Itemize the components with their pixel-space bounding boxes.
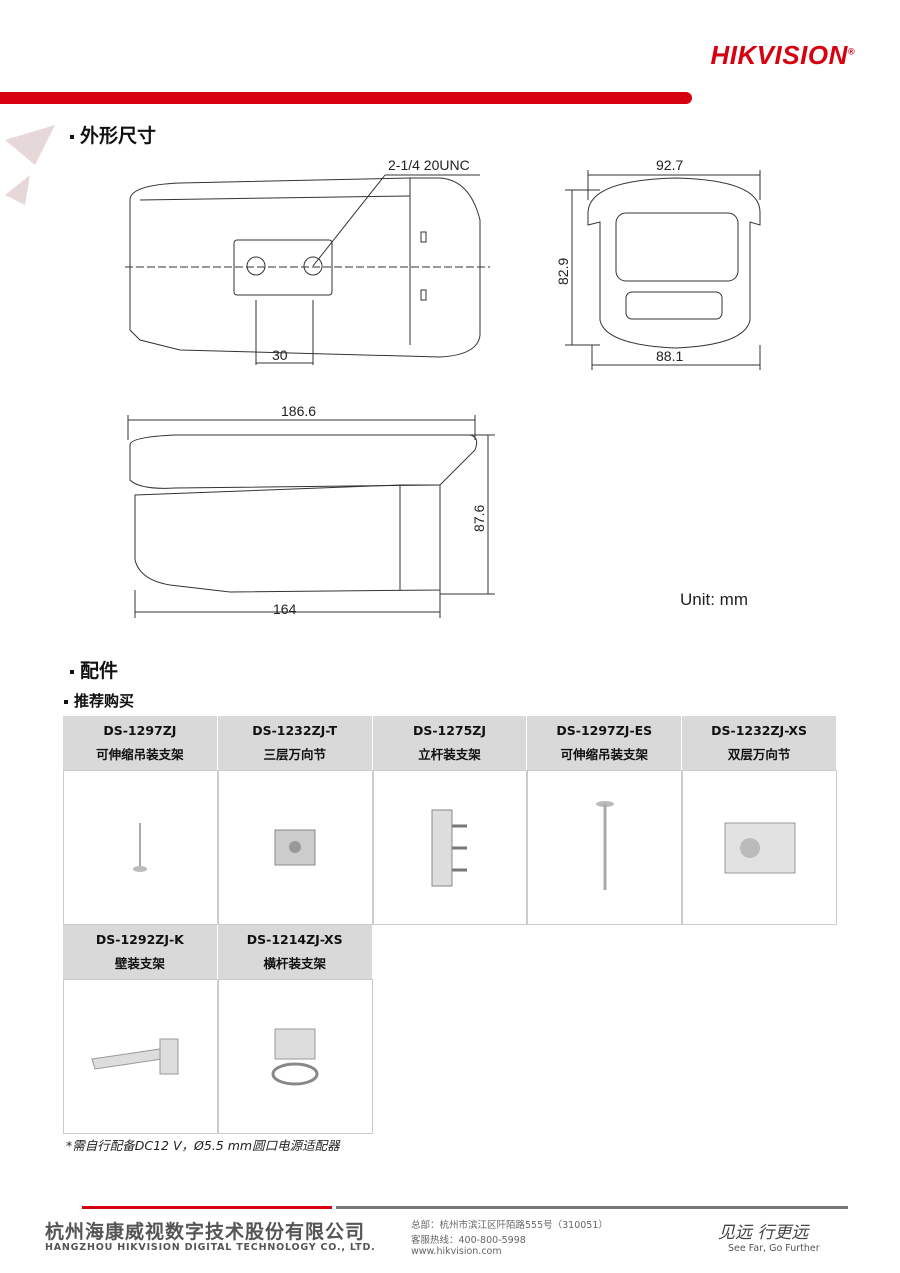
section-title: 外形尺寸 — [80, 125, 157, 147]
section-title: 推荐购买 — [74, 692, 135, 710]
name: 立杆装支架 — [418, 747, 481, 762]
address: 总部：杭州市滨江区阡陌路555号（310051） — [411, 1220, 608, 1231]
accessory-header: DS-1232ZJ-T 三层万向节 — [217, 716, 373, 770]
dimension-labels: 2-1/4 20UNC 30 92.7 82.9 88.1 186.6 87.6… — [272, 157, 748, 617]
pole-clamp-icon — [271, 1028, 319, 1086]
header-red-bar — [0, 92, 692, 104]
model: DS-1275ZJ — [412, 723, 487, 738]
hotline: 客服热线：400-800-5998 — [411, 1235, 526, 1246]
joint-mount-icon — [274, 829, 316, 866]
accessory-image — [217, 979, 373, 1134]
front-width-bottom-label: 88.1 — [656, 348, 683, 364]
model: DS-1232ZJ-XS — [711, 723, 808, 738]
accessory-header: DS-1297ZJ 可伸缩吊装支架 — [63, 716, 218, 770]
accessory-header: DS-1292ZJ-K 壁装支架 — [63, 925, 218, 979]
model: DS-1232ZJ-T — [252, 723, 338, 738]
power-note: *需自行配备DC12 V，Ø5.5 mm圆口电源适配器 — [66, 1138, 340, 1153]
model: DS-1292ZJ-K — [95, 932, 184, 947]
company-name-cn: 杭州海康威视数字技术股份有限公司 — [45, 1221, 366, 1243]
section-recommended: 推荐购买 — [64, 690, 134, 711]
front-width-top-label: 92.7 — [656, 157, 683, 173]
accessory-image — [63, 770, 218, 925]
accessory-image — [527, 770, 683, 925]
footer-red-line — [82, 1206, 332, 1209]
slogan-cn: 见远 行更远 — [718, 1223, 809, 1243]
model: DS-1214ZJ-XS — [246, 932, 343, 947]
name: 三层万向节 — [263, 747, 326, 762]
ceiling-mount-icon — [595, 801, 614, 890]
name: 双层万向节 — [727, 747, 791, 762]
decorative-pattern-icon — [5, 125, 55, 205]
name: 可伸缩吊装支架 — [560, 747, 649, 762]
thread-label: 2-1/4 20UNC — [388, 157, 470, 173]
ceiling-mount-icon — [133, 822, 148, 872]
joint-mount-icon — [724, 822, 796, 873]
accessory-image — [682, 770, 837, 925]
unit-label: Unit: mm — [680, 590, 748, 609]
slogan-en: See Far, Go Further — [728, 1243, 820, 1254]
section-dimensions: 外形尺寸 — [70, 121, 156, 148]
accessory-image — [217, 770, 373, 925]
wall-mount-icon — [91, 1038, 179, 1075]
accessories-table: DS-1297ZJ 可伸缩吊装支架 DS-1232ZJ-T 三层万向节 DS-127… — [63, 716, 837, 1134]
pole-mount-icon — [431, 809, 468, 886]
accessory-header: DS-1232ZJ-XS 双层万向节 — [682, 716, 837, 770]
name: 可伸缩吊装支架 — [96, 747, 184, 762]
model: DS-1297ZJ-ES — [556, 723, 653, 738]
accessory-image — [372, 770, 528, 925]
front-height-label: 82.9 — [555, 258, 571, 285]
section-accessories: 配件 — [70, 656, 118, 683]
name: 横杆装支架 — [263, 956, 326, 971]
company-name-en: HANGZHOU HIKVISION DIGITAL TECHNOLOGY CO… — [45, 1242, 376, 1253]
website-link[interactable]: www.hikvision.com — [411, 1246, 502, 1257]
dimension-drawings — [125, 170, 761, 618]
accessory-header: DS-1214ZJ-XS 横杆装支架 — [217, 925, 373, 979]
accessory-header: DS-1297ZJ-ES 可伸缩吊装支架 — [527, 716, 683, 770]
footer-grey-line — [336, 1206, 848, 1209]
name: 壁装支架 — [114, 956, 165, 971]
model: DS-1297ZJ — [103, 723, 177, 738]
side-base-label: 164 — [273, 601, 297, 617]
hole-spacing-label: 30 — [272, 347, 288, 363]
hikvision-logo: HIKVISION® — [710, 40, 855, 70]
section-title: 配件 — [80, 660, 119, 682]
side-height-label: 87.6 — [471, 505, 487, 532]
accessory-image — [63, 979, 218, 1134]
accessory-header: DS-1275ZJ 立杆装支架 — [372, 716, 528, 770]
side-length-label: 186.6 — [281, 403, 316, 419]
